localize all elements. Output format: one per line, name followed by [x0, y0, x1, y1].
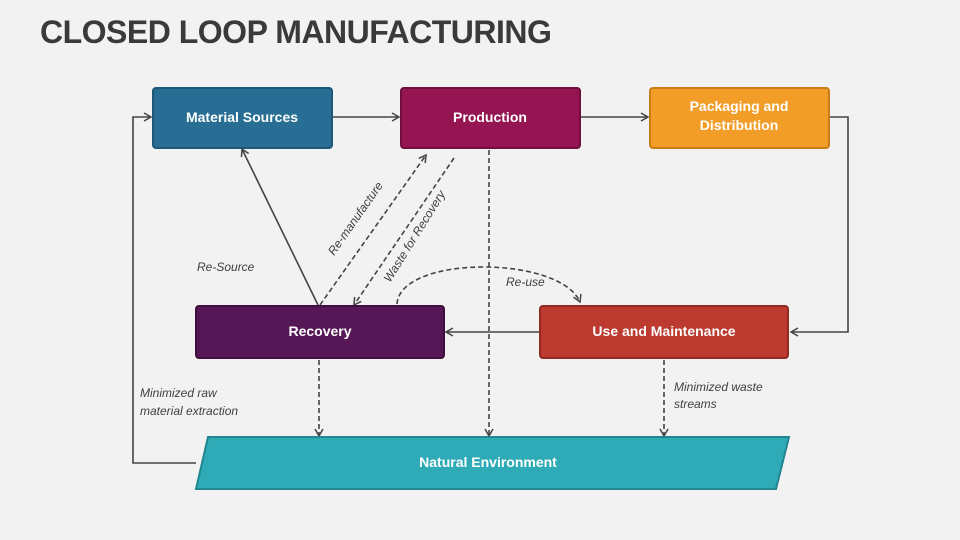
- svg-text:Material Sources: Material Sources: [186, 109, 298, 125]
- arrow-remanufacture: [319, 153, 427, 306]
- arrow-reuse: [396, 266, 582, 305]
- svg-text:Production: Production: [453, 109, 527, 125]
- node-packaging[interactable]: Packaging and Distribution: [649, 87, 830, 149]
- svg-text:Use and Maintenance: Use and Maintenance: [592, 323, 735, 339]
- label-reuse: Re-use: [506, 275, 545, 289]
- label-min-raw-1: Minimized raw: [140, 386, 218, 400]
- arrow-waste-recovery: [353, 157, 455, 307]
- svg-text:Packaging and: Packaging and: [690, 98, 789, 114]
- node-material-sources[interactable]: Material Sources: [152, 87, 333, 149]
- label-min-waste-1: Minimized waste: [674, 380, 763, 394]
- svg-text:Distribution: Distribution: [700, 117, 779, 133]
- arrow-env-material: [132, 112, 196, 464]
- node-recovery[interactable]: Recovery: [195, 305, 445, 359]
- svg-text:Natural Environment: Natural Environment: [419, 454, 557, 470]
- label-min-waste-2: streams: [674, 397, 717, 411]
- node-use-maintenance[interactable]: Use and Maintenance: [539, 305, 789, 359]
- label-resource: Re-Source: [197, 260, 255, 274]
- label-waste-for-recovery: Waste for Recovery: [381, 187, 449, 284]
- label-remanufacture: Re-manufacture: [325, 179, 386, 258]
- svg-text:Recovery: Recovery: [288, 323, 351, 339]
- node-production[interactable]: Production: [400, 87, 581, 149]
- arrow-recovery-material: [240, 147, 319, 306]
- page-title: CLOSED LOOP MANUFACTURING: [40, 14, 552, 50]
- node-natural-environment[interactable]: Natural Environment: [194, 436, 791, 490]
- label-min-raw-2: material extraction: [140, 404, 238, 418]
- arrow-packaging-use: [789, 116, 849, 337]
